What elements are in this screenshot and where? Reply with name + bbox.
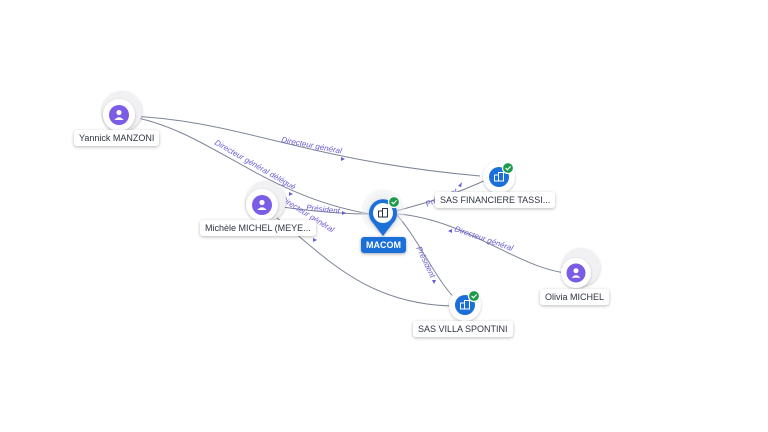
- building-icon: [460, 300, 470, 310]
- edge-label: Directeur général: [453, 224, 514, 253]
- verified-badge-icon: [467, 289, 481, 303]
- building-icon: [494, 172, 504, 182]
- edge-yannick-financiere[interactable]: [127, 115, 481, 177]
- building-icon: [378, 208, 388, 218]
- node-macom[interactable]: [361, 189, 405, 236]
- edge-macom-olivia[interactable]: [397, 213, 577, 275]
- node-sas-villa-spontini[interactable]: [449, 289, 481, 321]
- edge-yannick-macom[interactable]: [127, 115, 371, 215]
- node-olivia-michel[interactable]: [561, 248, 600, 288]
- arrow-icon: [458, 182, 462, 187]
- user-icon: [571, 268, 581, 278]
- edge-label: Président: [414, 245, 437, 280]
- node-michele-michel[interactable]: [246, 181, 286, 221]
- edge-label: Directeur général délégué: [213, 138, 298, 192]
- node-yannick-manzoni[interactable]: [102, 91, 142, 131]
- arrow-icon: [432, 280, 436, 284]
- node-label-yannick-manzoni[interactable]: Yannick MANZONI: [74, 130, 160, 146]
- arrow-icon: [341, 157, 345, 161]
- verified-badge-icon: [501, 161, 515, 175]
- arrow-icon: [313, 238, 317, 242]
- node-sas-financiere[interactable]: [483, 161, 515, 193]
- arrow-icon: [448, 229, 452, 233]
- edge-arrows: [289, 157, 462, 284]
- edge-label: Président: [306, 203, 341, 216]
- node-label-michele-michel[interactable]: Michèle MICHEL (MEYE...: [200, 220, 316, 236]
- user-icon: [114, 109, 124, 120]
- user-icon: [257, 199, 267, 210]
- edge-label: Directeur général: [281, 135, 343, 156]
- arrow-icon: [289, 192, 293, 196]
- edges: [127, 115, 577, 307]
- node-label-olivia-michel[interactable]: Olivia MICHEL: [540, 289, 610, 305]
- arrow-icon: [342, 211, 346, 215]
- node-label-sas-villa-spontini[interactable]: SAS VILLA SPONTINI: [413, 321, 513, 337]
- verified-badge-icon: [387, 195, 401, 209]
- node-label-macom[interactable]: MACOM: [361, 237, 406, 253]
- node-label-sas-financiere[interactable]: SAS FINANCIERE TASSI...: [435, 192, 556, 208]
